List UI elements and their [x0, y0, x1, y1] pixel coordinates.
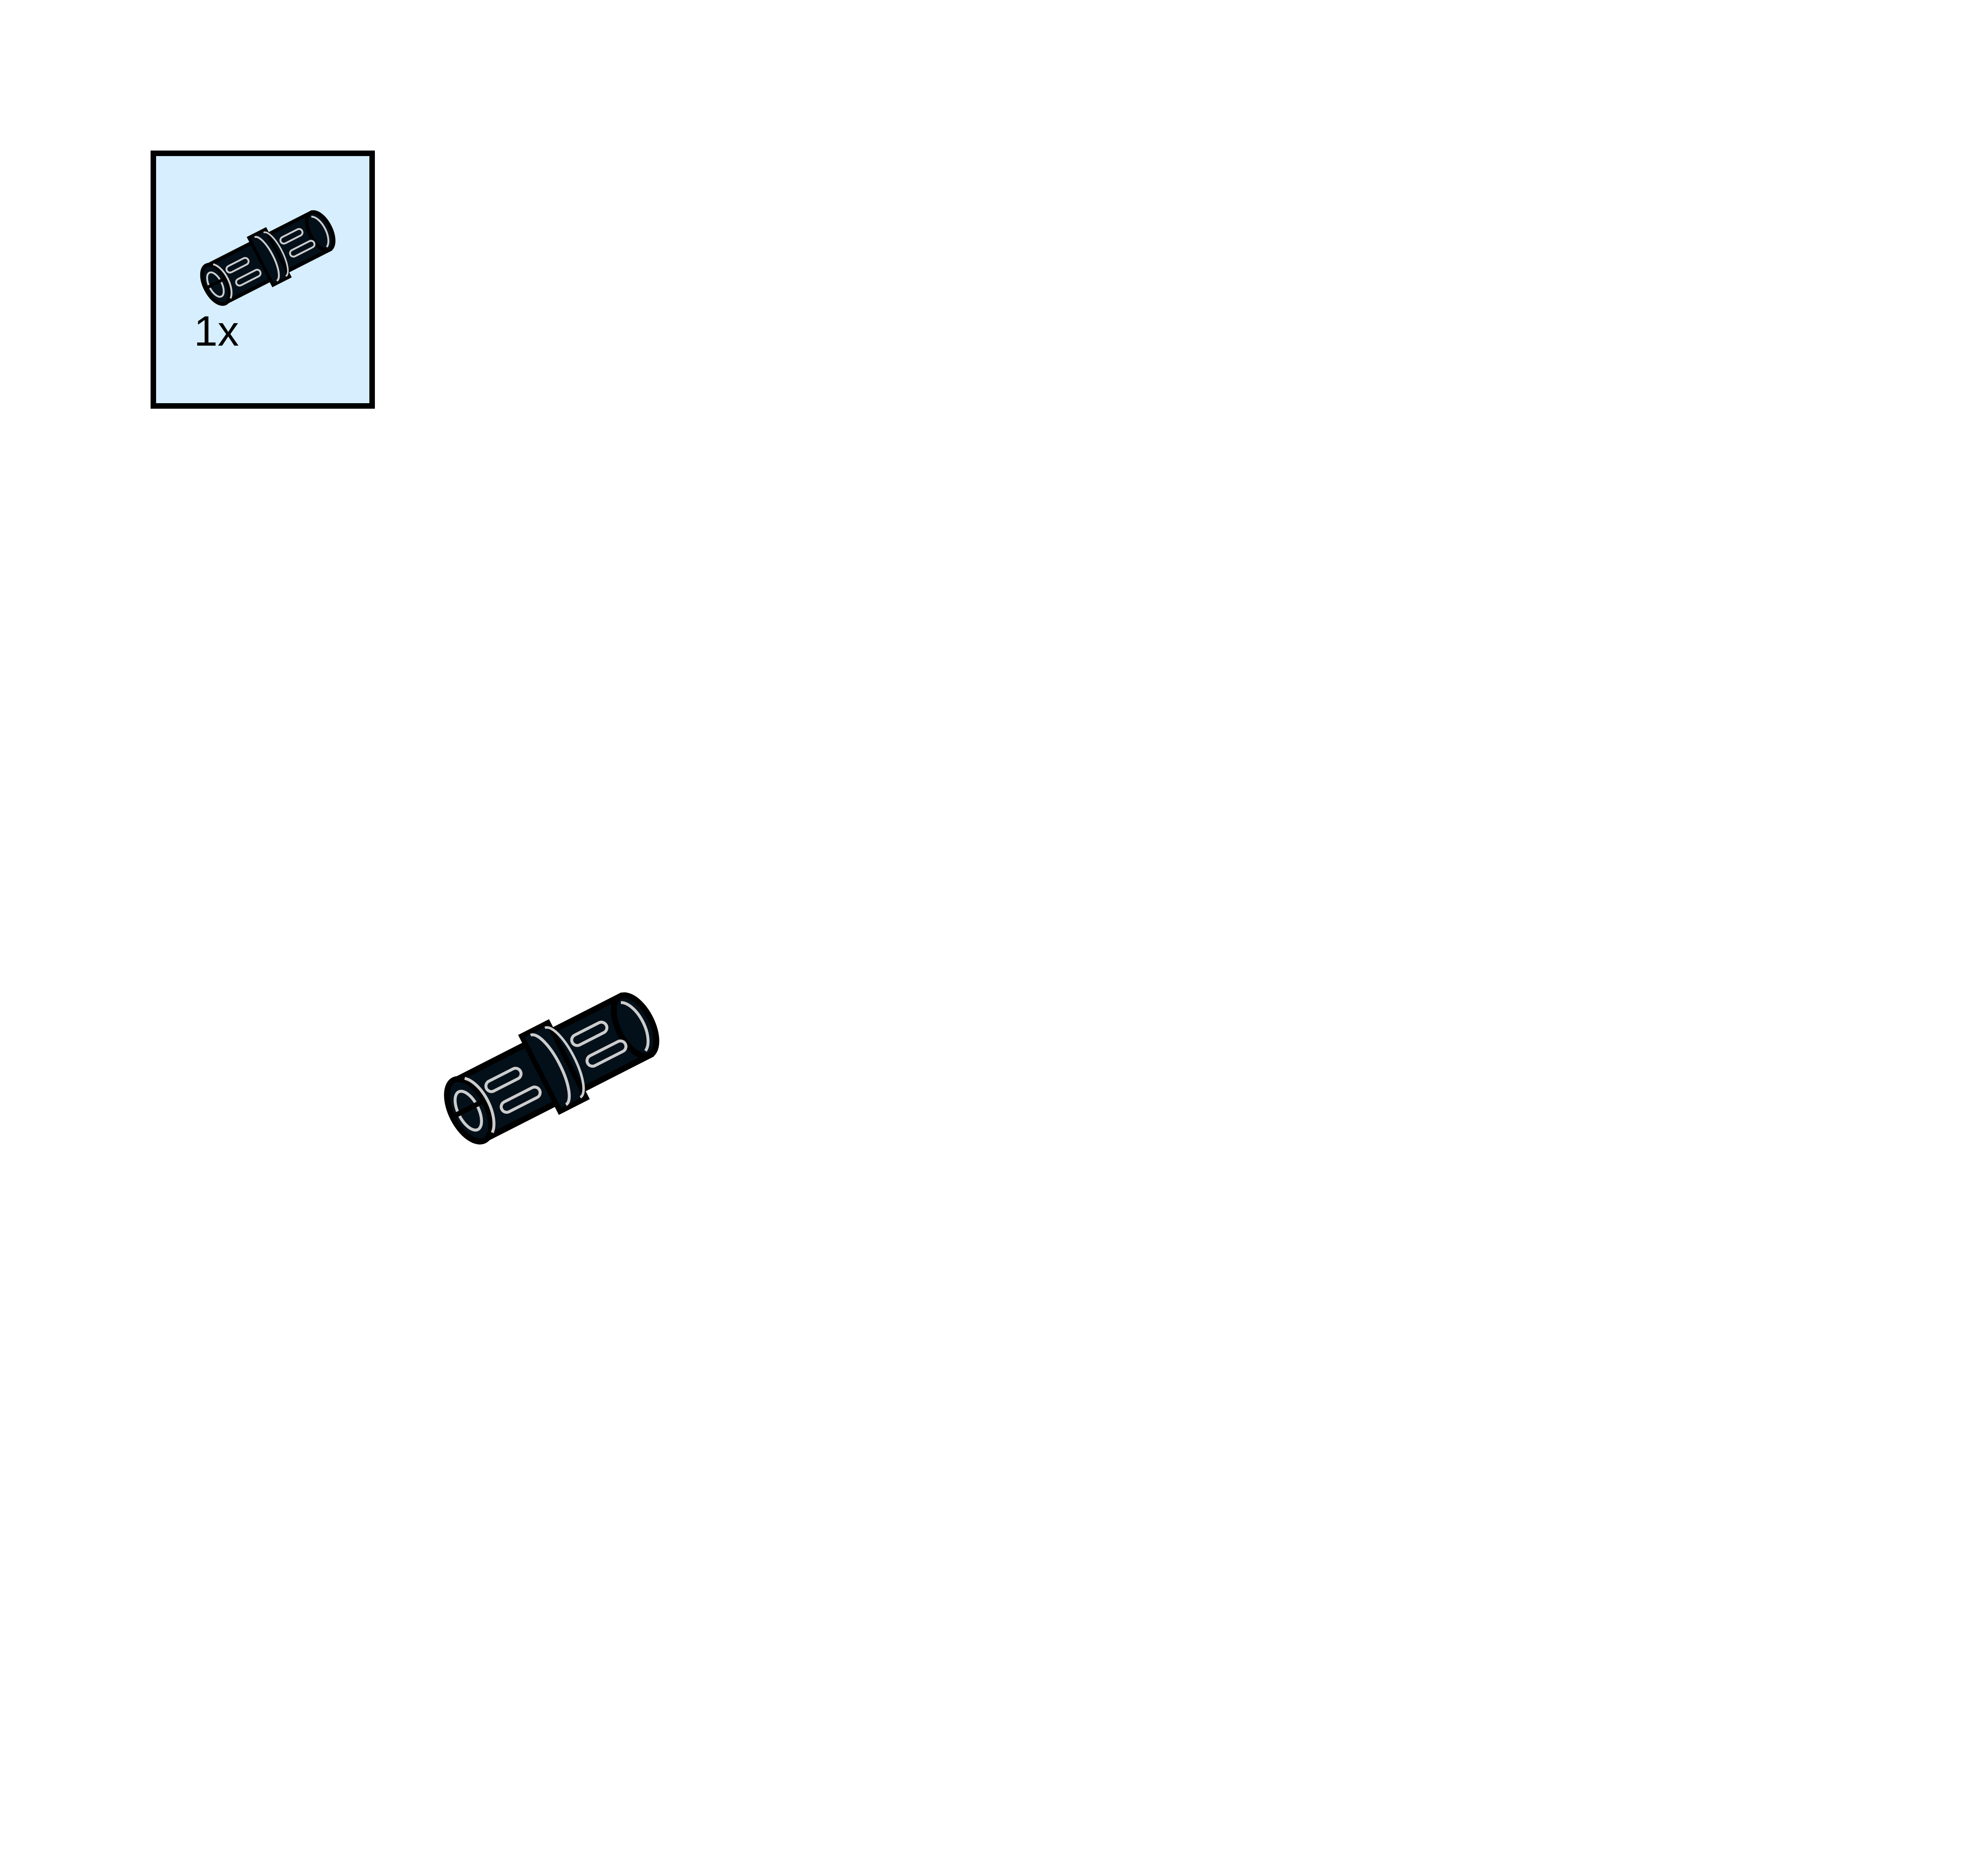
- technic-pin-icon: [442, 981, 670, 1151]
- parts-list-box: 1x: [151, 151, 375, 409]
- part-quantity: 1x: [194, 307, 239, 355]
- technic-pin-icon: [196, 203, 345, 310]
